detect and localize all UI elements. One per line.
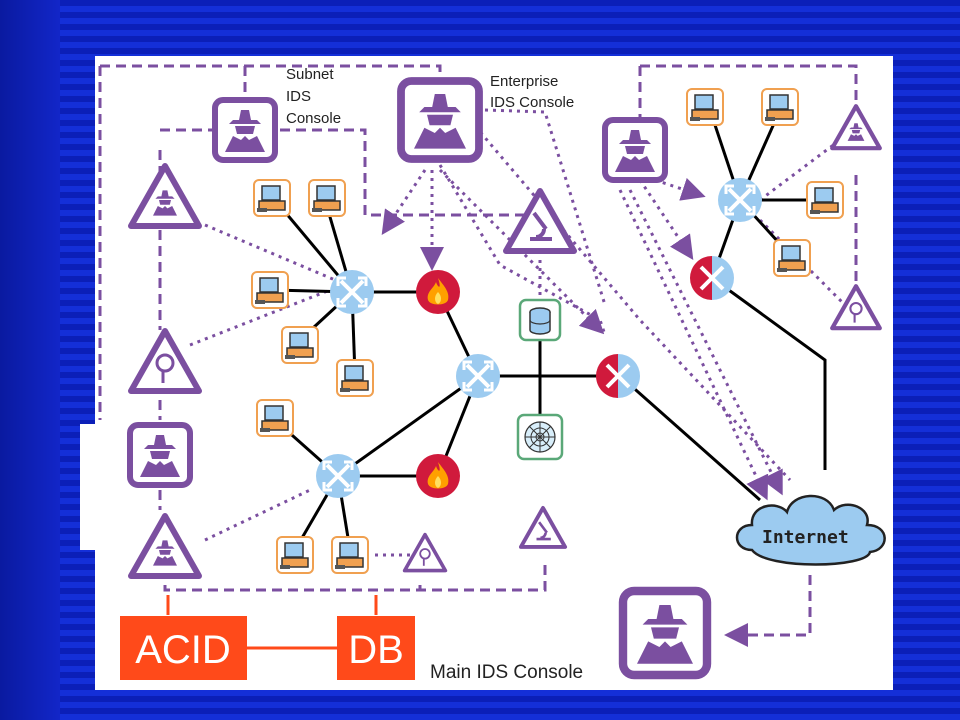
db-box	[337, 616, 415, 680]
acid-box	[120, 616, 247, 680]
magnifier-icon	[832, 286, 880, 328]
dashed-connections	[98, 64, 858, 647]
cloud-icon	[735, 494, 886, 566]
magnifier-icon	[131, 331, 199, 391]
main-console-label: Main IDS Console	[430, 662, 583, 683]
computer-icon	[253, 179, 291, 217]
computer-icon	[773, 239, 811, 277]
computer-icon	[276, 536, 314, 574]
computer-icon	[281, 326, 319, 364]
firewall-flame-icon	[416, 270, 460, 314]
router-icon	[328, 268, 376, 316]
subnet-console-label-line2: IDS	[286, 88, 311, 105]
microscope-icon	[518, 505, 568, 549]
computer-icon	[256, 399, 294, 437]
computer-icon	[761, 88, 799, 126]
microscope-icon	[506, 191, 574, 251]
spy-icon	[605, 120, 665, 180]
computer-icon	[686, 88, 724, 126]
spy-icon	[130, 425, 190, 485]
router-icon	[454, 352, 502, 400]
subnet-console-label-line1: Subnet	[286, 66, 334, 83]
web-server-icon	[516, 413, 564, 461]
enterprise-console-label-line1: Enterprise	[490, 73, 558, 90]
computer-icon	[336, 359, 374, 397]
magnifier-icon	[402, 532, 448, 573]
spy-icon	[215, 100, 275, 160]
spy-icon	[623, 591, 707, 675]
router-icon	[716, 176, 764, 224]
firewall-router-icon	[594, 352, 642, 400]
sensor-triangle-icon	[131, 166, 199, 226]
background-band	[0, 0, 60, 720]
internet-label: Internet	[762, 527, 849, 548]
firewall-flame-icon	[416, 454, 460, 498]
computer-icon	[331, 536, 369, 574]
firewall-router-icon	[688, 254, 736, 302]
subnet-console-label-line3: Console	[286, 110, 341, 127]
spy-icon	[401, 81, 479, 159]
sensor-triangle-icon	[832, 106, 880, 148]
router-icon	[314, 452, 362, 500]
computer-icon	[806, 181, 844, 219]
database-icon	[518, 298, 562, 342]
db-label: DB	[348, 628, 404, 672]
acid-db-overlay: ACID DB	[120, 595, 415, 680]
computer-icon	[251, 271, 289, 309]
computer-icon	[308, 179, 346, 217]
sensor-triangle-icon	[131, 516, 199, 576]
acid-label: ACID	[135, 628, 231, 672]
enterprise-console-label-line2: IDS Console	[490, 94, 574, 111]
